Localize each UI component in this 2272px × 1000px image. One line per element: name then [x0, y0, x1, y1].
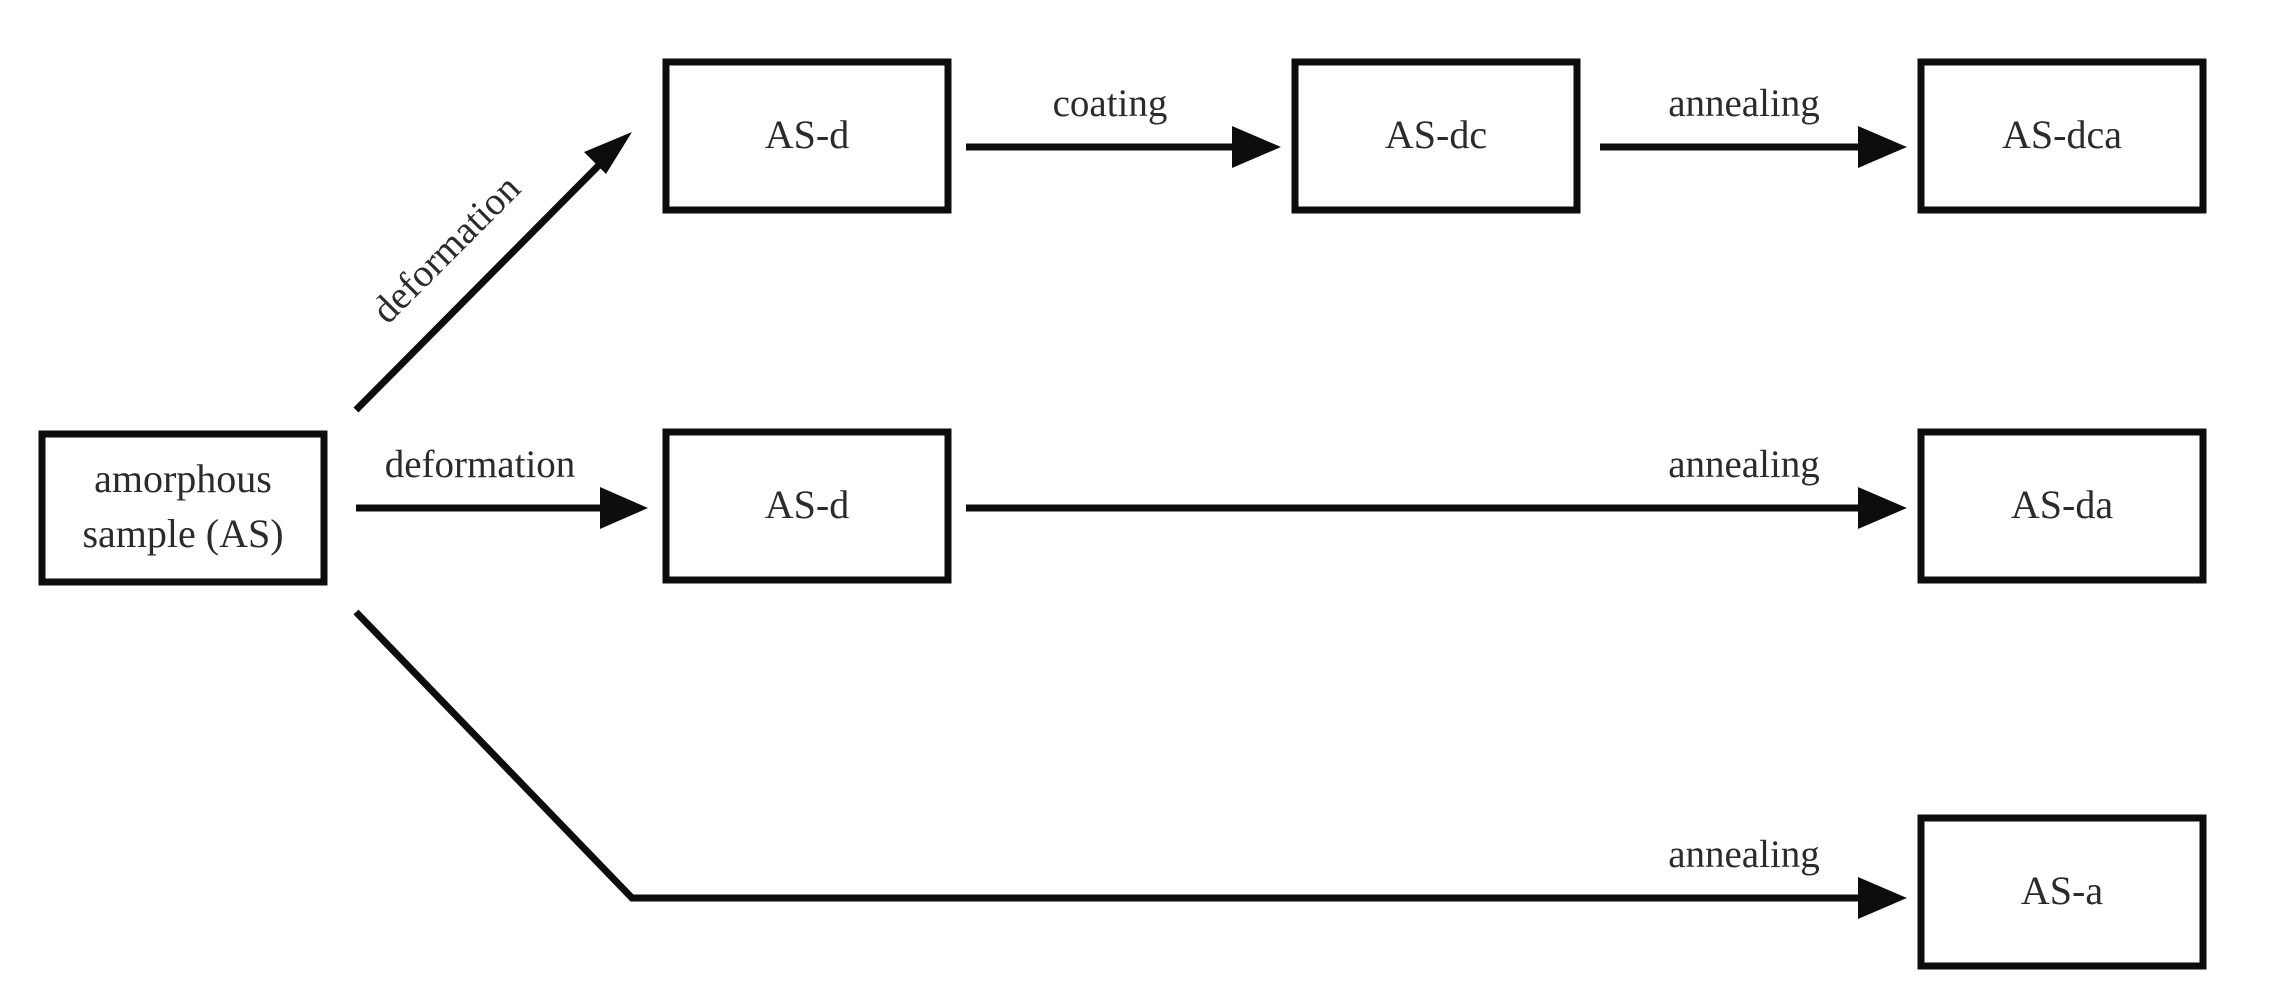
node-top-as-d-box[interactable]: [662, 58, 952, 214]
node-top-as-dca-label: AS-dca: [2002, 112, 2122, 157]
edge-annealing-top-arrowhead: [1858, 126, 1907, 168]
node-amorphous-sample-label-line1: amorphous: [94, 456, 272, 501]
edge-annealing-bottom-arrowhead: [1858, 877, 1907, 919]
edge-deformation-mid: deformation: [356, 443, 648, 529]
edge-label-annealing-top: annealing: [1668, 82, 1820, 125]
edge-coating: coating: [966, 82, 1281, 168]
edge-annealing-mid: annealing: [966, 443, 1907, 529]
node-mid-as-d[interactable]: AS-d: [662, 428, 952, 584]
node-top-as-dca-box[interactable]: [1917, 58, 2207, 214]
node-top-as-dc-label: AS-dc: [1385, 112, 1487, 157]
node-mid-as-da[interactable]: AS-da: [1917, 428, 2207, 584]
node-mid-as-da-box[interactable]: [1917, 428, 2207, 584]
node-mid-as-d-box[interactable]: [662, 428, 952, 584]
node-bot-as-a-label: AS-a: [2021, 868, 2103, 913]
node-top-as-d[interactable]: AS-d: [662, 58, 952, 214]
node-top-as-dc[interactable]: AS-dc: [1291, 58, 1581, 214]
edge-deformation-mid-arrowhead: [600, 487, 648, 529]
edge-deformation-diagonal: deformation: [353, 132, 632, 413]
node-bot-as-a[interactable]: AS-a: [1917, 814, 2207, 970]
edge-label-annealing-bottom: annealing: [1668, 833, 1820, 876]
node-top-as-dca[interactable]: AS-dca: [1917, 58, 2207, 214]
node-amorphous-sample-label-line2: sample (AS): [82, 511, 283, 556]
edge-annealing-top: annealing: [1600, 82, 1907, 168]
edge-deformation-diagonal-line: [353, 145, 619, 413]
node-bot-as-a-box[interactable]: [1917, 814, 2207, 970]
node-top-as-dc-box[interactable]: [1291, 58, 1581, 214]
edge-label-annealing-mid: annealing: [1668, 443, 1820, 486]
node-amorphous-sample[interactable]: amorphous sample (AS): [38, 430, 328, 586]
edge-label-coating: coating: [1053, 82, 1168, 125]
edge-annealing-mid-arrowhead: [1858, 487, 1907, 529]
node-mid-as-d-label: AS-d: [765, 482, 849, 527]
node-mid-as-da-label: AS-da: [2011, 482, 2113, 527]
edge-label-deformation-diagonal: deformation: [364, 167, 529, 332]
edge-annealing-bottom-line: [353, 609, 1868, 902]
node-top-as-d-label: AS-d: [765, 112, 849, 157]
edge-annealing-bottom: annealing: [353, 609, 1907, 919]
edge-deformation-diagonal-arrowhead: [584, 132, 632, 174]
node-amorphous-sample-box[interactable]: [38, 430, 328, 586]
edge-label-deformation-mid: deformation: [385, 443, 576, 486]
edge-coating-arrowhead: [1232, 126, 1281, 168]
